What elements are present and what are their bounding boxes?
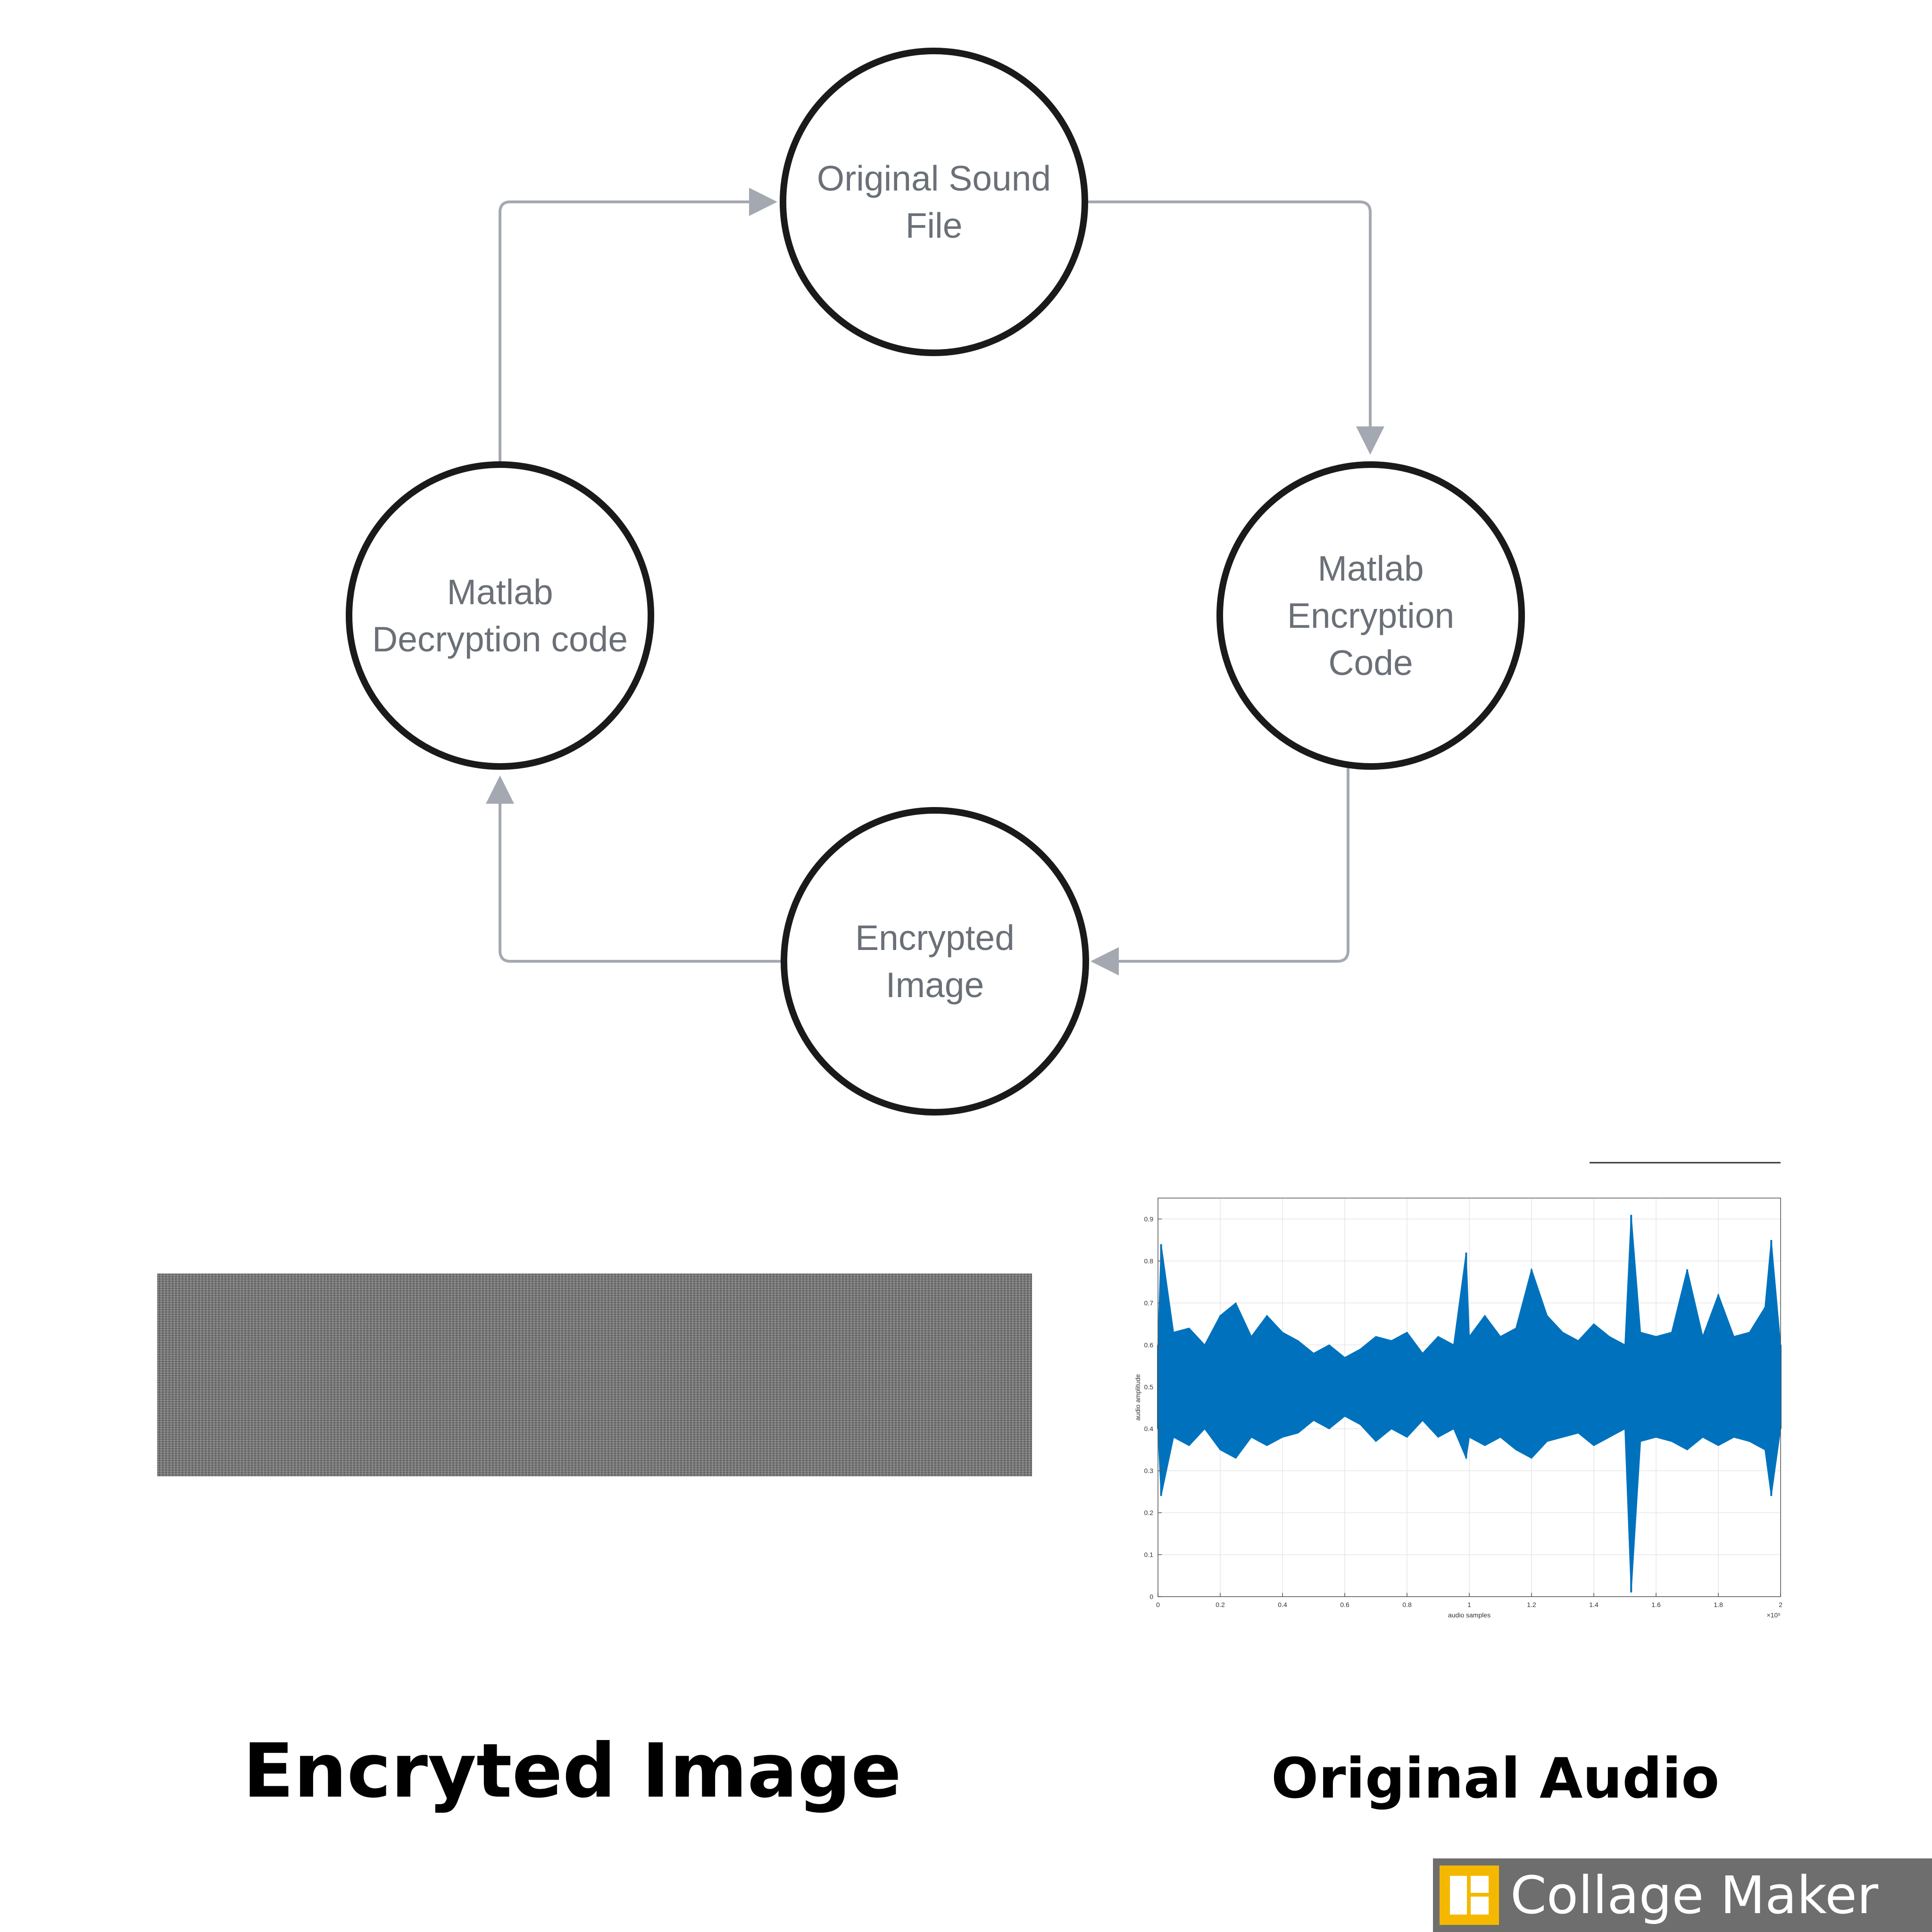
node-label: Original Sound <box>817 158 1051 198</box>
x-tick-label: 0.4 <box>1278 1601 1287 1608</box>
node-circle <box>1216 461 1525 770</box>
node-circle <box>346 461 654 770</box>
x-tick-label: 1.4 <box>1589 1601 1599 1608</box>
node-label: Decryption code <box>372 619 628 659</box>
node-circle <box>781 807 1089 1116</box>
x-axis-multiplier: ×10⁵ <box>1766 1611 1781 1619</box>
node-label: Matlab <box>447 572 553 612</box>
y-tick-label: 0.6 <box>1144 1341 1154 1349</box>
flow-diagram: Original SoundFileMatlabEncryptionCodeEn… <box>346 48 1525 1116</box>
node-label: Encryption <box>1287 596 1454 635</box>
x-axis-label: audio samples <box>1448 1611 1491 1619</box>
y-tick-label: 0.2 <box>1144 1509 1154 1516</box>
x-tick-label: 0.6 <box>1340 1601 1349 1608</box>
node-label: Encrypted <box>855 918 1015 958</box>
x-tick-label: 1.8 <box>1714 1601 1723 1608</box>
collage-logo-icon <box>1440 1865 1499 1925</box>
y-tick-label: 0.8 <box>1144 1257 1154 1265</box>
caption-encrypted-image: Encryted Image <box>243 1728 902 1815</box>
y-axis-label: audio amplitude <box>1134 1374 1141 1421</box>
x-tick-label: 0.2 <box>1216 1601 1225 1608</box>
node-label: Matlab <box>1317 549 1424 588</box>
y-tick-label: 0.1 <box>1144 1551 1154 1558</box>
y-tick-label: 0.3 <box>1144 1467 1154 1474</box>
collage-maker-watermark: Collage Maker <box>1433 1858 1932 1932</box>
watermark-text: Collage Maker <box>1510 1865 1879 1925</box>
edge-original-to-encrypt <box>1086 200 1384 455</box>
x-tick-label: 0.8 <box>1402 1601 1412 1608</box>
y-tick-label: 0.9 <box>1144 1215 1154 1223</box>
edge-encrypt-to-image <box>1091 767 1349 975</box>
caption-original-audio: Original Audio <box>1271 1746 1720 1811</box>
node-label: File <box>906 206 963 245</box>
audio-waveform-plot: 0 0.2 0.4 0.6 0.8 1 1.2 1.4 1.6 1.8 2 0 0.1 0.2 0.3 0.4… <box>1134 1162 1782 1619</box>
node-label: Code <box>1328 643 1413 683</box>
y-tick-label: 0.4 <box>1144 1425 1154 1432</box>
x-tick-label: 1.6 <box>1651 1601 1661 1608</box>
edge-decrypt-to-original <box>499 188 777 464</box>
y-tick-label: 0 <box>1149 1593 1153 1600</box>
node-label: Image <box>886 965 984 1005</box>
x-tick-label: 2 <box>1779 1601 1782 1608</box>
encrypted-image-noise <box>157 1274 1032 1476</box>
node-circle <box>780 48 1088 356</box>
y-tick-label: 0.5 <box>1144 1383 1154 1391</box>
x-tick-label: 1 <box>1467 1601 1471 1608</box>
y-tick-label: 0.7 <box>1144 1299 1154 1307</box>
x-tick-label: 1.2 <box>1527 1601 1536 1608</box>
x-tick-label: 0 <box>1156 1601 1160 1608</box>
edge-image-to-decrypt <box>486 775 783 963</box>
